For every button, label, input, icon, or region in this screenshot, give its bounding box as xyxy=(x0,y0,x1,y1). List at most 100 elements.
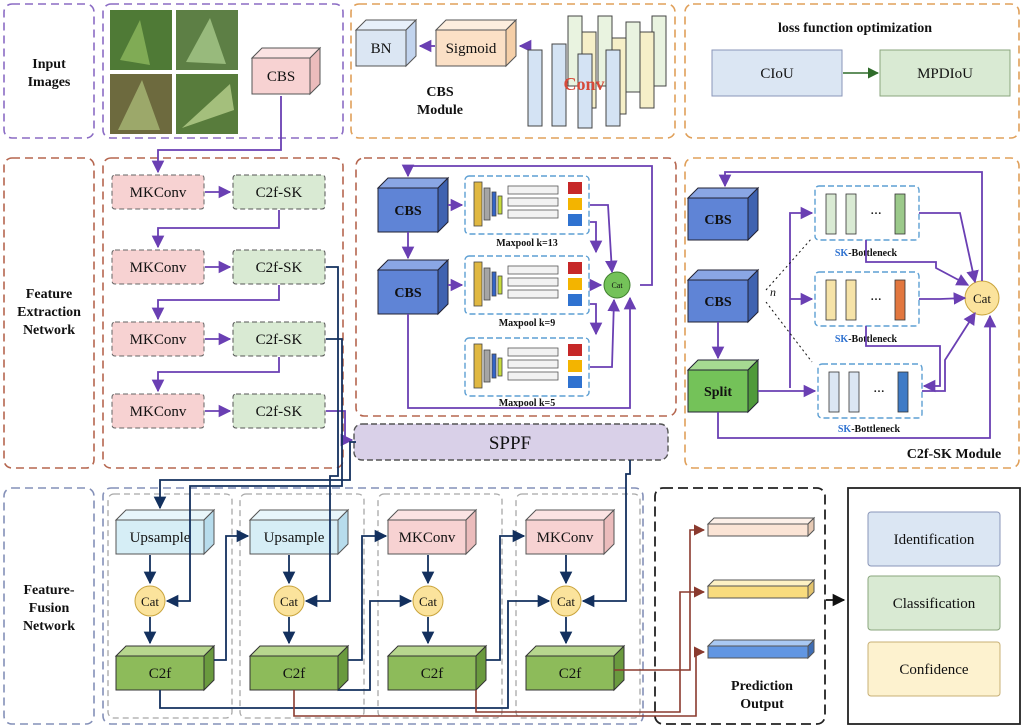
c2fsk2-to-mkconv3-arrow xyxy=(151,285,280,321)
c2f2-to-pred-large xyxy=(293,646,706,717)
c2fsk1-to-mkconv2-arrow xyxy=(151,210,280,249)
cbs2-bypass-to-cat xyxy=(407,296,637,409)
mpdiou-box xyxy=(879,49,1011,97)
c2fsk-cbs-1-label: CBS xyxy=(704,213,731,228)
cat-4-label: Cat xyxy=(557,594,575,609)
maxpool-9-glyph xyxy=(473,261,582,307)
c2f-1: C2f xyxy=(114,644,216,692)
sigmoid-block: Sigmoid xyxy=(434,18,518,68)
ciou-box xyxy=(711,49,843,97)
maxpool13-to-maxpool9 xyxy=(589,221,603,254)
upsample-2-label: Upsample xyxy=(264,530,325,546)
maxpool-9-panel xyxy=(464,255,590,315)
sk-bottleneck-3-panel xyxy=(817,363,923,419)
sk-bottleneck-2-suffix: -Bottleneck xyxy=(848,334,897,345)
c2fsk-module-frame xyxy=(684,157,1020,469)
section-label-fusion-1: Feature- xyxy=(23,583,74,598)
c2fsk-module: CBS CBS Split ... SK-Bottleneck ... SK-B… xyxy=(686,171,1001,462)
c2fsk3-to-cat1 xyxy=(165,338,343,608)
section-label-input-1: Input xyxy=(32,57,66,72)
bn-label: BN xyxy=(371,41,392,57)
prediction-bar-small xyxy=(706,516,816,538)
c2fsk-3 xyxy=(232,321,326,357)
identification-label: Identification xyxy=(894,532,975,548)
sppf-cat-label: Cat xyxy=(611,281,623,290)
sk-bottleneck-3-ellipsis: ... xyxy=(873,380,884,396)
neck-col-3-frame xyxy=(377,493,503,719)
mpdiou-label: MPDIoU xyxy=(917,66,973,82)
conv-label: Conv xyxy=(563,74,604,94)
sppf-module: CBS CBS xyxy=(376,164,653,409)
maxpool13-to-cat xyxy=(590,204,618,274)
cat-1 xyxy=(134,585,166,617)
split-bypass-to-cat xyxy=(717,314,997,439)
sppf-label: SPPF xyxy=(489,433,531,454)
mkconv-1 xyxy=(111,174,205,210)
classification-box xyxy=(867,575,1001,631)
section-label-fusion-2: Fusion xyxy=(29,601,70,616)
final-outputs: Identification Classification Confidence xyxy=(867,511,1001,697)
ciou-label: CIoU xyxy=(760,66,794,82)
c2fsk-cbs-2-label: CBS xyxy=(704,295,731,310)
c2fsk4-to-sppf-arrow xyxy=(326,410,354,447)
sppf-to-up1 xyxy=(153,441,356,510)
maxpool-13-label: Maxpool k=13 xyxy=(496,238,558,249)
cat-1-label: Cat xyxy=(141,594,159,609)
c2f-3-label: C2f xyxy=(421,666,444,682)
sk-bottleneck-2-ellipsis: ... xyxy=(870,288,881,304)
input-image-grid xyxy=(110,10,238,134)
cat-2-label: Cat xyxy=(280,594,298,609)
sk-bottleneck-1-ellipsis: ... xyxy=(870,202,881,218)
c2f2-to-mk1 xyxy=(348,529,388,661)
cat-4 xyxy=(550,585,582,617)
upsample-1: Upsample xyxy=(114,508,216,556)
maxpool-5-glyph xyxy=(473,343,582,389)
c2fsk-2-label: C2f-SK xyxy=(256,260,303,276)
split-label: Split xyxy=(704,385,732,400)
c2fsk-3-label: C2f-SK xyxy=(256,332,303,348)
c2f-4: C2f xyxy=(524,644,626,692)
c2f3-to-pred-medium xyxy=(475,586,706,713)
identification-box xyxy=(867,511,1001,567)
mkconv-2-label: MKConv xyxy=(130,260,187,276)
c2fsk-4-label: C2f-SK xyxy=(256,404,303,420)
c2f-4-label: C2f xyxy=(559,666,582,682)
input-images-frame xyxy=(102,3,344,139)
maxpool-5-label: Maxpool k=5 xyxy=(499,398,556,409)
c2fsk-cbs-2: CBS xyxy=(686,268,760,324)
section-label-extraction-1: Feature xyxy=(26,287,72,302)
cat-3 xyxy=(412,585,444,617)
mkconv-neck-2-label: MKConv xyxy=(537,530,594,546)
c2f-2-label: C2f xyxy=(283,666,306,682)
c2f1-to-cat4 xyxy=(159,594,551,709)
mkconv-4-label: MKConv xyxy=(130,404,187,420)
neck-col-2-frame xyxy=(239,493,365,719)
upsample-1-label: Upsample xyxy=(130,530,191,546)
neck-col-1-frame xyxy=(107,493,233,719)
confidence-label: Confidence xyxy=(899,662,968,678)
c2f2-to-cat3 xyxy=(338,594,413,691)
n-dotted-link-top xyxy=(765,237,813,291)
input-cbs-label: CBS xyxy=(267,69,295,85)
sk-bottleneck-1-suffix: -Bottleneck xyxy=(848,248,897,259)
prediction-frame xyxy=(654,487,826,725)
bottleneck2-to-cat xyxy=(919,292,967,305)
sigmoid-label: Sigmoid xyxy=(446,41,497,57)
loss-frame xyxy=(684,3,1020,139)
maxpool-5-panel xyxy=(464,337,590,397)
section-label-fusion-3: Network xyxy=(23,619,75,634)
prediction-title-1: Prediction xyxy=(731,679,793,694)
section-label-input-2: Images xyxy=(28,75,71,90)
bottleneck1-to-cat xyxy=(865,240,970,286)
c2fsk-cat-label: Cat xyxy=(973,291,991,306)
sppf-cbs-1: CBS xyxy=(376,176,450,234)
sk-bottleneck-1-prefix: SK xyxy=(835,248,849,259)
bn-block: BN xyxy=(354,18,418,68)
c2fsk-2 xyxy=(232,249,326,285)
sk-bottleneck-1-label: SK-Bottleneck xyxy=(835,248,898,259)
sppf-block: SPPF xyxy=(353,423,669,461)
mkconv-3-label: MKConv xyxy=(130,332,187,348)
upsample-2: Upsample xyxy=(248,508,350,556)
sk-bottleneck-3-suffix: -Bottleneck xyxy=(851,424,900,435)
n-label: n xyxy=(770,285,776,299)
